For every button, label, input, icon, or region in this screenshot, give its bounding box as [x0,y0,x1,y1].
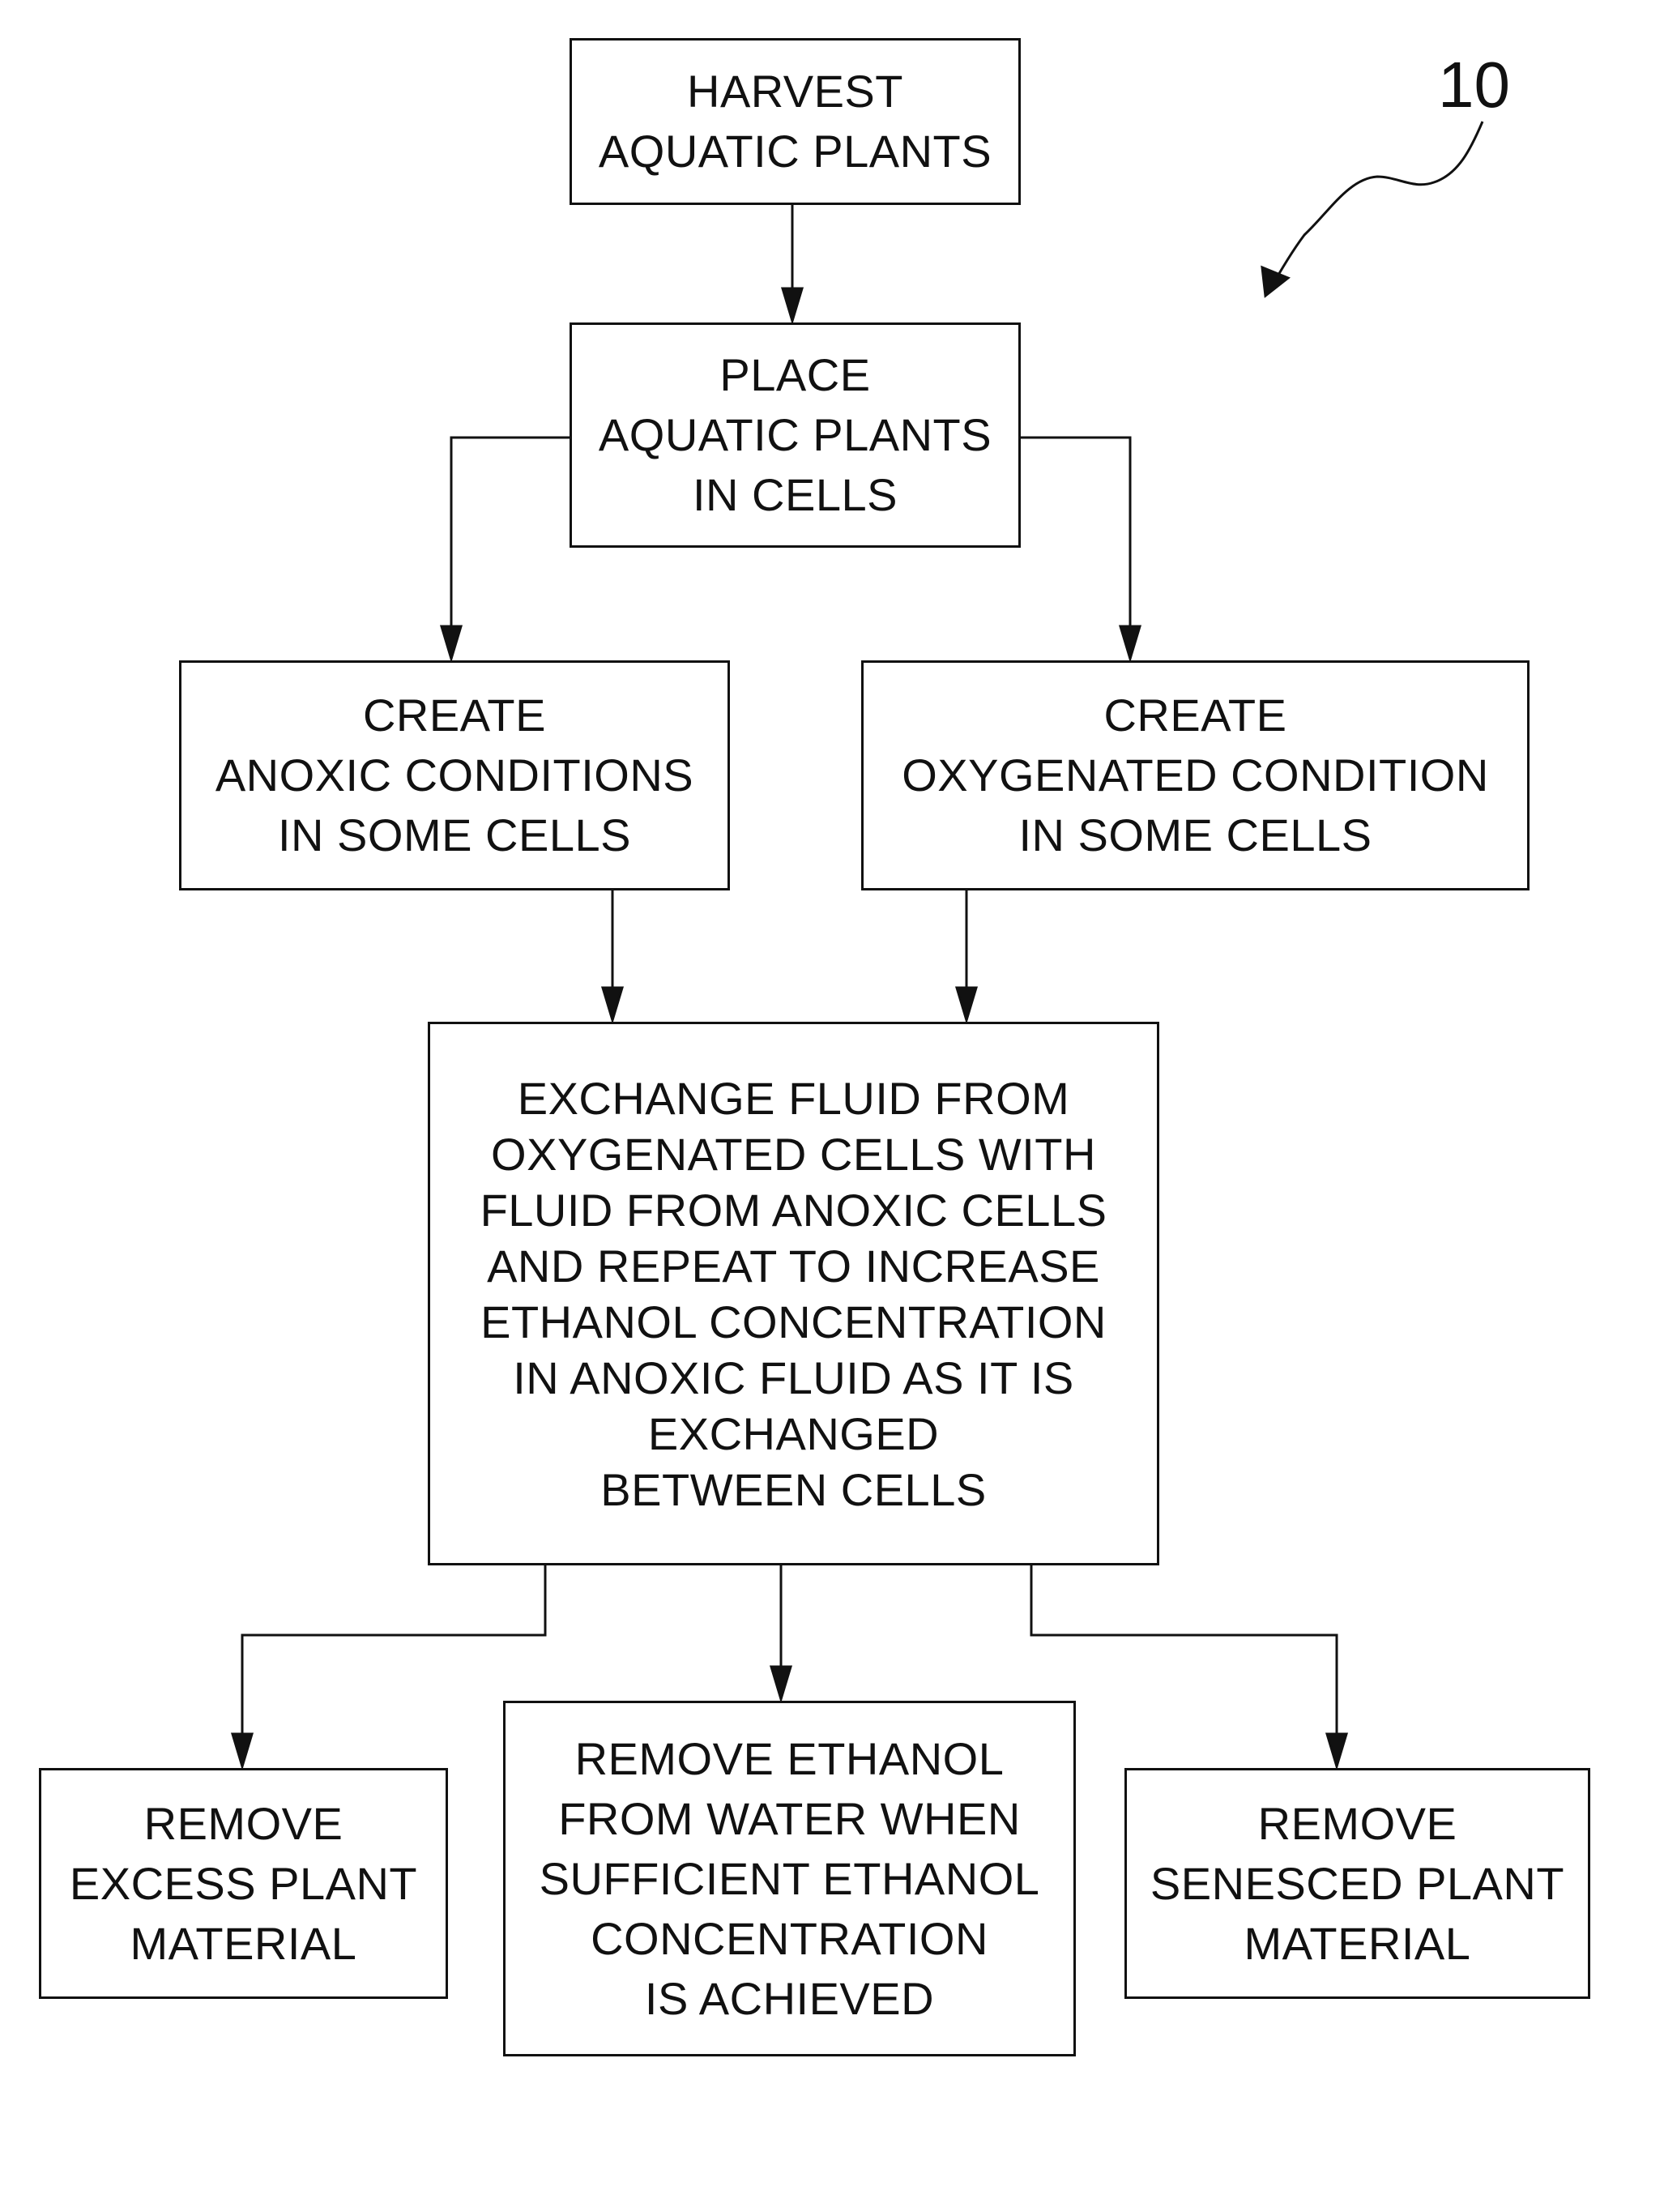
arrowhead-harvest-to-place [783,288,802,321]
arrow-place-to-oxygenated [1013,438,1130,659]
step-anoxic-text: CREATE ANOXIC CONDITIONS IN SOME CELLS [215,685,693,865]
text-line: REMOVE ETHANOL [540,1729,1040,1789]
text-line: IS ACHIEVED [540,1969,1040,2029]
text-line: EXCHANGED [480,1406,1107,1462]
text-line: EXCHANGE FLUID FROM [480,1070,1107,1126]
text-line: REMOVE [70,1794,417,1854]
text-line: MATERIAL [70,1914,417,1974]
text-line: BETWEEN CELLS [480,1462,1107,1518]
step-exchange-text: EXCHANGE FLUID FROM OXYGENATED CELLS WIT… [480,1070,1107,1518]
step-remove-ethanol-text: REMOVE ETHANOL FROM WATER WHEN SUFFICIEN… [540,1729,1040,2029]
figure-reference-numeral: 10 [1438,49,1510,122]
arrowhead-exchange-to-remove-senesced [1327,1734,1346,1766]
text-line: HARVEST [599,62,992,122]
step-remove-senesced-text: REMOVE SENESCED PLANT MATERIAL [1150,1794,1564,1974]
text-line: ETHANOL CONCENTRATION [480,1294,1107,1350]
arrowhead-place-to-oxygenated [1120,626,1140,659]
arrow-exchange-to-remove-excess [242,1565,545,1766]
text-line: ANOXIC CONDITIONS [215,745,693,805]
text-line: AQUATIC PLANTS [599,405,992,465]
text-line: AND REPEAT TO INCREASE [480,1238,1107,1294]
text-line: PLACE [599,345,992,405]
step-create-anoxic-conditions: CREATE ANOXIC CONDITIONS IN SOME CELLS [179,660,730,890]
text-line: SENESCED PLANT [1150,1854,1564,1914]
step-remove-ethanol-from-water: REMOVE ETHANOL FROM WATER WHEN SUFFICIEN… [503,1701,1076,2056]
text-line: SUFFICIENT ETHANOL [540,1849,1040,1909]
step-remove-excess-text: REMOVE EXCESS PLANT MATERIAL [70,1794,417,1974]
step-place-plants-in-cells: PLACE AQUATIC PLANTS IN CELLS [570,322,1021,548]
text-line: CREATE [902,685,1489,745]
text-line: IN ANOXIC FLUID AS IT IS [480,1350,1107,1406]
step-remove-senesced-plant-material: REMOVE SENESCED PLANT MATERIAL [1124,1768,1590,1999]
text-line: OXYGENATED CELLS WITH [480,1126,1107,1182]
arrowhead-exchange-to-remove-ethanol [771,1667,791,1699]
reference-leader-line [1268,122,1483,293]
step-place-text: PLACE AQUATIC PLANTS IN CELLS [599,345,992,525]
arrowhead-oxygenated-to-exchange [957,988,976,1020]
text-line: IN SOME CELLS [902,805,1489,865]
text-line: CREATE [215,685,693,745]
arrowhead-place-to-anoxic [442,626,461,659]
arrowhead-exchange-to-remove-excess [233,1734,252,1766]
text-line: MATERIAL [1150,1914,1564,1974]
reference-leader-arrowhead [1262,267,1288,296]
text-line: CONCENTRATION [540,1909,1040,1969]
step-remove-excess-plant-material: REMOVE EXCESS PLANT MATERIAL [39,1768,448,1999]
step-harvest-aquatic-plants: HARVEST AQUATIC PLANTS [570,38,1021,205]
step-create-oxygenated-condition: CREATE OXYGENATED CONDITION IN SOME CELL… [861,660,1530,890]
text-line: REMOVE [1150,1794,1564,1854]
text-line: IN SOME CELLS [215,805,693,865]
arrow-exchange-to-remove-senesced [1031,1565,1337,1766]
step-harvest-text: HARVEST AQUATIC PLANTS [599,62,992,181]
text-line: FLUID FROM ANOXIC CELLS [480,1182,1107,1238]
arrow-place-to-anoxic [451,438,570,659]
text-line: AQUATIC PLANTS [599,122,992,181]
text-line: IN CELLS [599,465,992,525]
text-line: OXYGENATED CONDITION [902,745,1489,805]
text-line: FROM WATER WHEN [540,1789,1040,1849]
step-oxygenated-text: CREATE OXYGENATED CONDITION IN SOME CELL… [902,685,1489,865]
text-line: EXCESS PLANT [70,1854,417,1914]
step-exchange-fluid-between-cells: EXCHANGE FLUID FROM OXYGENATED CELLS WIT… [428,1022,1159,1565]
arrowhead-anoxic-to-exchange [603,988,622,1020]
